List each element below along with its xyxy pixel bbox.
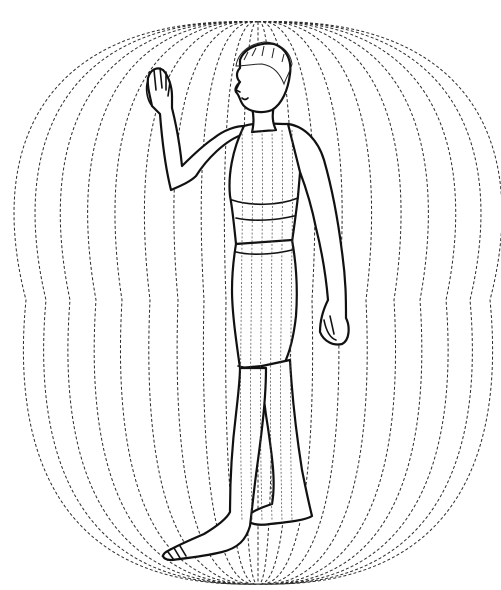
human-figure (147, 42, 349, 560)
field-line-left-9 (35, 22, 258, 585)
field-line-left-10 (14, 22, 258, 585)
